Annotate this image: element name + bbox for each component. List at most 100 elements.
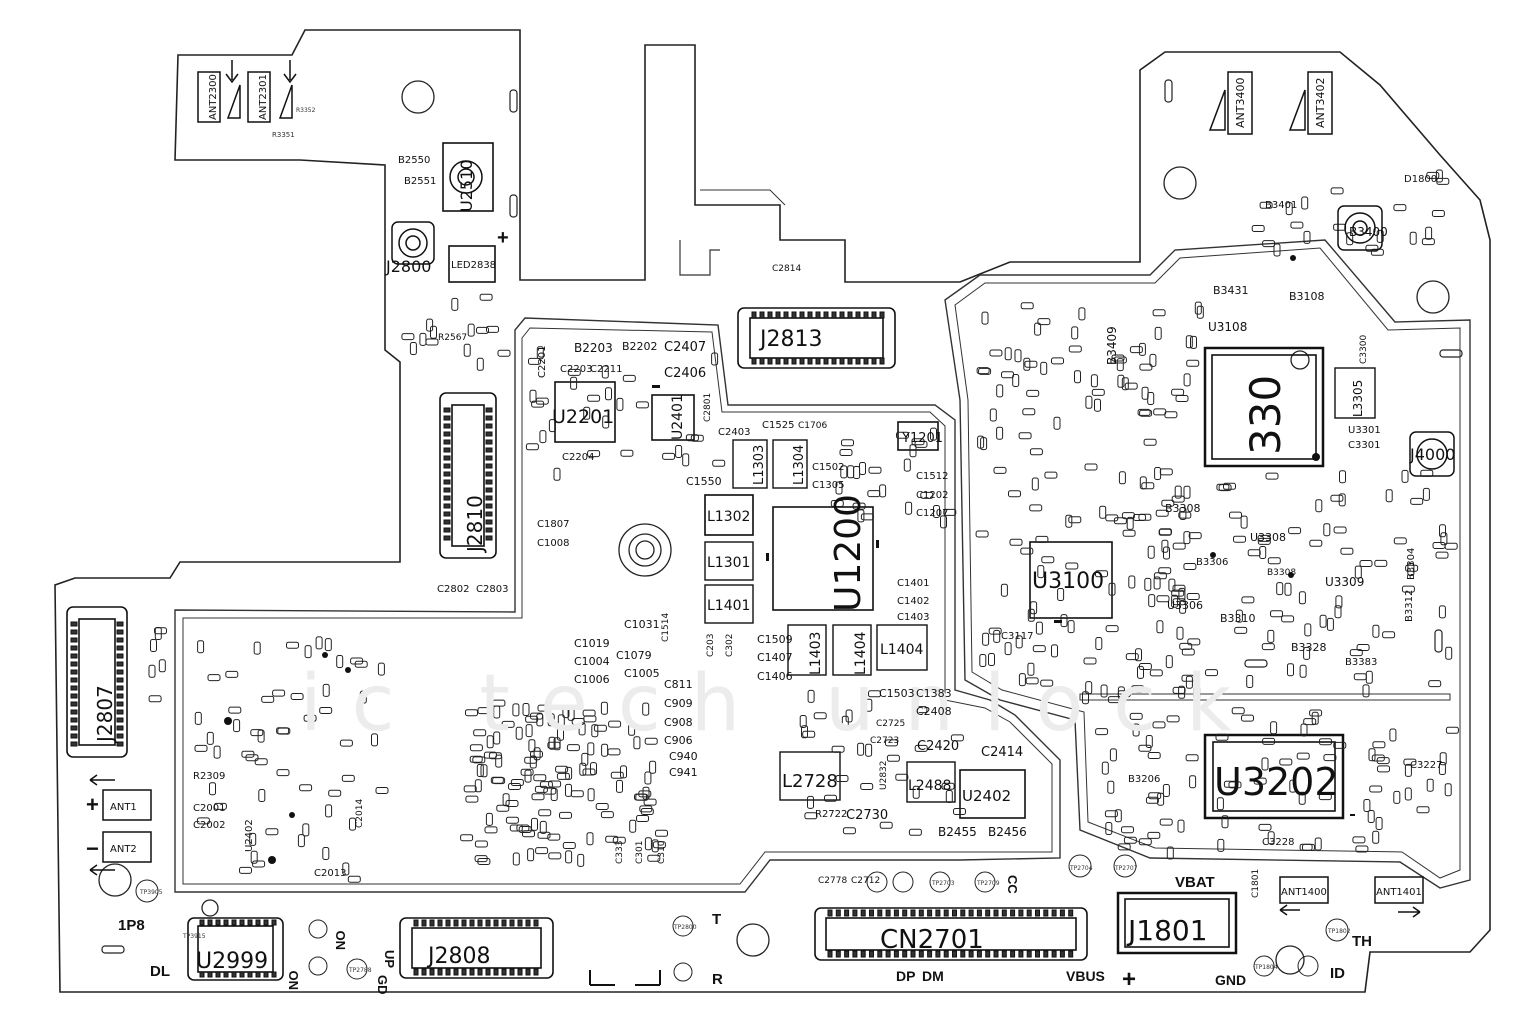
connector-pin [116,661,124,667]
smd-passive [981,311,989,325]
label-u2402: U2402 [962,787,1011,805]
smd-passive [1158,528,1172,536]
smd-passive [1403,758,1417,766]
connector-pin [443,527,451,533]
smd-passive [527,848,535,862]
connector-pin [935,950,941,958]
connector-pin [70,717,78,723]
smd-passive [409,342,417,355]
smd-passive [465,795,479,803]
connector-pin [783,311,789,319]
connector-pin [413,968,419,976]
smd-passive [250,850,258,864]
smd-passive [148,695,162,703]
smd-passive [638,790,652,798]
label-c1383: C1383 [916,687,952,700]
connector-pin [485,423,493,429]
smd-passive [1410,497,1424,505]
smd-passive [644,837,652,851]
smd-passive [1078,307,1086,321]
smd-passive [1435,551,1449,559]
smd-passive [1354,565,1362,579]
smd-passive [1138,663,1152,670]
label-b3306: B3306 [1196,557,1228,568]
smd-passive [1074,370,1081,384]
smd-passive [1334,605,1342,619]
connector-pin [443,487,451,493]
label-c1525: C1525 [762,420,794,431]
connector-pin [1035,950,1040,958]
smd-passive [465,709,478,717]
smd-passive [1288,527,1302,535]
smd-passive [1095,637,1103,650]
connector-pin [927,909,933,917]
smd-passive [920,491,934,499]
smd-passive [249,832,257,846]
smd-passive [830,500,844,507]
smd-passive [1187,638,1201,646]
connector-pin [116,637,124,643]
smd-passive [1315,499,1323,513]
connector-pin [116,685,124,691]
smd-passive [578,722,586,736]
connector-pin [116,693,124,699]
smd-passive [476,326,489,334]
connector-pin [116,629,124,635]
smd-passive [799,715,807,728]
connector-pin [877,909,883,917]
label-ant1400: ANT1400 [1281,887,1327,898]
label-c3117: C3117 [1001,631,1033,642]
smd-passive [213,802,227,810]
label-j2813: J2813 [758,327,822,352]
connector-pin [70,629,78,635]
smd-passive [480,764,488,778]
connector-pin [493,968,499,976]
smd-passive [1105,822,1113,835]
label-no-a: NO [286,971,301,991]
connector-pin [215,971,221,978]
connector-pin [791,311,797,319]
smd-passive [867,490,881,498]
connector-pin [239,919,245,926]
smd-passive [807,795,814,809]
label-id: ID [1330,965,1345,982]
smd-passive [299,784,313,792]
smd-passive [258,789,266,802]
connector-pin [485,471,493,477]
smd-passive [886,754,900,762]
smd-passive [1065,514,1073,528]
smd-passive [841,715,849,729]
label-dl: DL [150,963,170,980]
smd-passive [322,683,330,697]
smd-passive [325,804,333,818]
smd-passive [213,745,221,759]
connector-pin [461,919,467,927]
connector-pin [477,968,483,976]
smd-passive [1095,570,1108,578]
passive-components [148,169,1459,883]
smd-passive [1309,709,1323,717]
connector-pin [485,519,493,525]
smd-passive [1032,645,1046,653]
connector-pin [1001,950,1007,958]
connector-pin [70,685,78,691]
label-ant1401: ANT1401 [1376,887,1422,898]
smd-passive [1117,686,1125,700]
label-l1404b: L1404 [880,642,924,658]
label-c1401: C1401 [897,578,929,589]
smd-passive [595,803,609,810]
smd-passive [536,346,544,360]
connector-pin [437,968,443,976]
board-outline [54,29,1491,993]
label-c2013: C2013 [314,868,346,879]
smd-passive [1094,398,1101,412]
label-l3305: L3305 [1351,380,1365,417]
smd-passive [1083,657,1097,665]
smd-passive [1174,485,1182,499]
smd-passive [1273,243,1281,257]
smd-passive [1165,655,1173,669]
smd-passive [1233,535,1246,543]
smd-passive [303,714,317,722]
smd-passive [591,724,599,738]
smd-passive [1018,673,1026,687]
